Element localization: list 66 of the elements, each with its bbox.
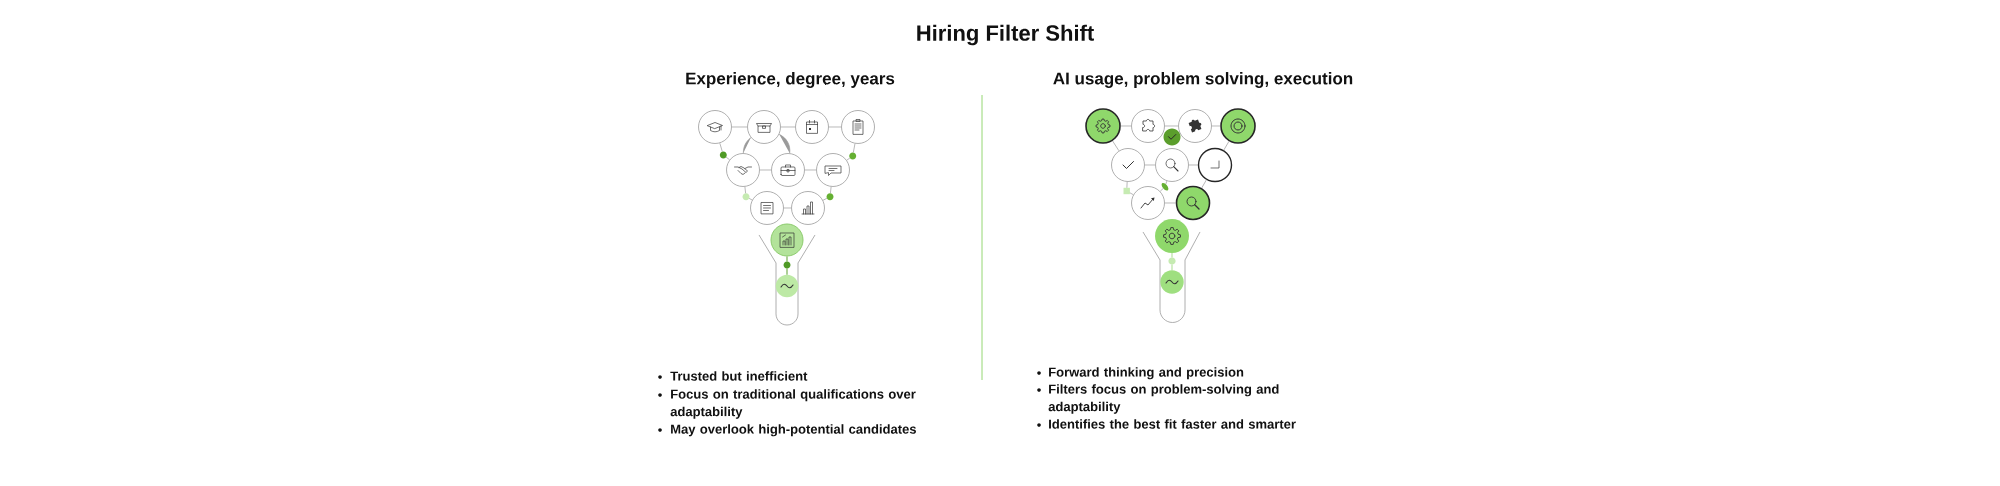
icon-circle xyxy=(1197,147,1233,183)
connector-line xyxy=(1159,188,1164,192)
connector-line xyxy=(744,186,746,194)
connector-line xyxy=(1120,125,1132,127)
connector-line xyxy=(846,157,851,161)
bullet-text: Forward thinking and precision xyxy=(1049,367,1244,380)
icon-circle xyxy=(791,191,825,225)
connector-leaf xyxy=(1161,182,1169,191)
connector-line xyxy=(1144,164,1156,166)
icon-circle xyxy=(726,153,760,187)
bullet-text: Identifies the best fit faster and smarter xyxy=(1049,419,1296,429)
icon-circle xyxy=(770,223,804,257)
connector-line xyxy=(830,186,832,194)
icon-circle xyxy=(1220,108,1256,144)
icon-circle xyxy=(816,153,850,187)
bullet-text: Trusted but inefficient xyxy=(670,371,808,381)
connector-line xyxy=(748,198,753,201)
connector-line xyxy=(786,256,788,262)
icon-circle xyxy=(1175,185,1211,221)
icon-circle xyxy=(1155,219,1189,253)
connector-line xyxy=(1129,192,1134,196)
connector-line xyxy=(780,126,796,128)
connector-line xyxy=(731,126,748,128)
connector-line xyxy=(1165,180,1168,185)
connector-line xyxy=(783,207,792,209)
icon-circle xyxy=(1155,148,1189,182)
icon-circle xyxy=(1160,270,1184,294)
icon-circle xyxy=(1131,186,1165,220)
bullet-text: Filters focus on problem-solving and adaptability xyxy=(1048,384,1279,414)
connector-square xyxy=(1123,187,1130,195)
connector-line xyxy=(1112,140,1120,152)
icon-circle xyxy=(771,153,805,187)
icon-circle xyxy=(1178,109,1212,143)
icon-circle xyxy=(698,110,732,144)
title: Hiring Filter Shift xyxy=(917,24,1094,46)
connector-line xyxy=(1126,181,1128,189)
connector-line xyxy=(1164,202,1177,204)
connector-line xyxy=(1164,125,1179,127)
icon-circle xyxy=(1131,109,1165,143)
icon-circle xyxy=(1111,148,1145,182)
connector-line xyxy=(725,156,730,161)
icon-circle xyxy=(775,274,799,298)
connector-line xyxy=(1171,252,1173,258)
connector-line xyxy=(1171,264,1173,271)
icon-circle xyxy=(841,110,875,144)
bullet-text: Focus on traditional qualifications over adaptability xyxy=(670,389,916,419)
connector-line xyxy=(1188,164,1199,166)
connector-line xyxy=(1223,141,1230,151)
column-heading: AI usage, problem solving, execution xyxy=(1053,72,1353,88)
icon-circle xyxy=(747,110,781,144)
connector-line xyxy=(1211,125,1221,127)
icon-circle xyxy=(795,110,829,144)
connector-line xyxy=(804,169,817,171)
connector-line xyxy=(778,134,791,154)
connector-line xyxy=(742,137,752,154)
connector-line xyxy=(828,126,842,128)
bullet-text: May overlook high-potential candidates xyxy=(671,424,916,437)
connector-line xyxy=(719,142,723,152)
icon-circle xyxy=(1085,108,1121,144)
connector-line xyxy=(822,197,828,201)
column-heading: Experience, degree, years xyxy=(686,72,895,88)
icon-circle xyxy=(750,191,784,225)
connector-line xyxy=(853,143,856,153)
connector-line xyxy=(1201,179,1207,189)
connector-line xyxy=(786,268,788,276)
connector-line xyxy=(759,169,772,171)
